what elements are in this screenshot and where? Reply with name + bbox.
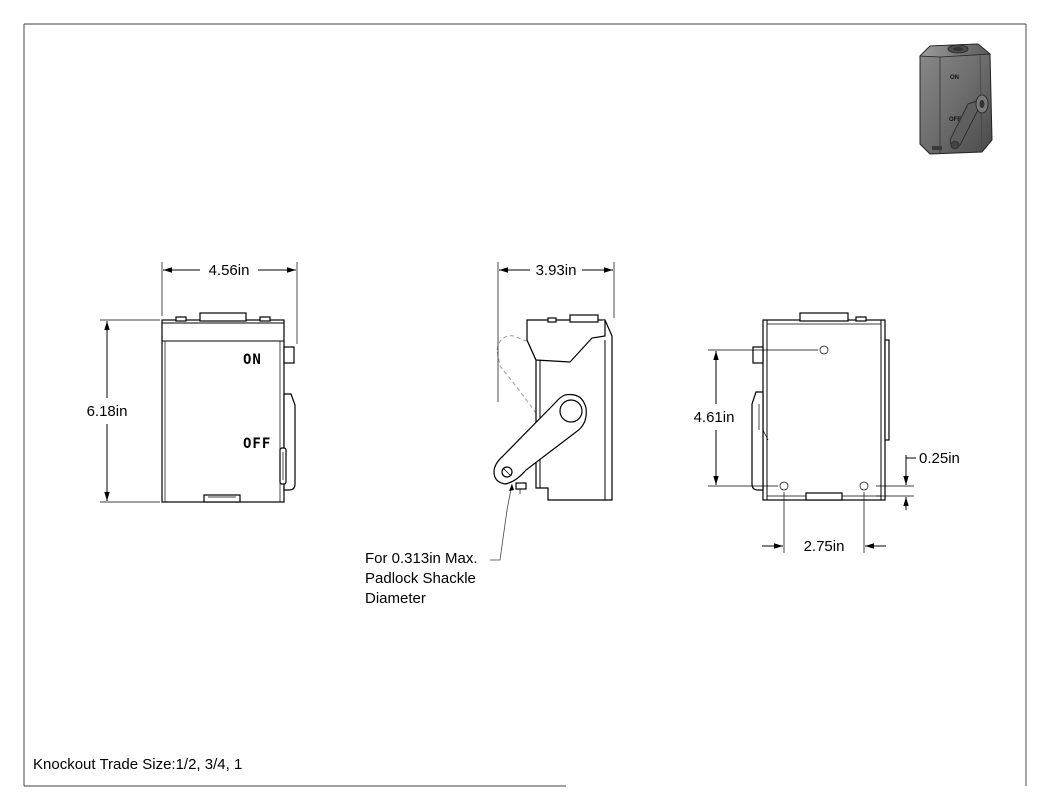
isometric-view: ON OFF [919,43,993,155]
knockout-note: Knockout Trade Size:1/2, 3/4, 1 [33,756,242,773]
front-off-label: OFF [243,436,271,452]
padlock-note-line1: For 0.313in Max. [365,550,478,567]
mount-vertical-label: 4.61in [694,409,735,426]
iso-off-label: OFF [949,117,961,123]
front-view: ON OFF [161,312,296,503]
front-width-label: 4.56in [209,262,250,279]
mount-offset-dimension: 0.25in [876,450,960,510]
side-depth-label: 3.93in [536,262,577,279]
drawing-frame [23,23,1027,787]
front-height-label: 6.18in [87,403,128,420]
front-width-dimension: 4.56in [161,262,298,344]
padlock-leader [490,483,514,561]
padlock-note-line2: Padlock Shackle [365,570,476,587]
rear-view [751,312,890,501]
padlock-note: For 0.313in Max. Padlock Shackle Diamete… [365,550,478,607]
side-depth-dimension: 3.93in [497,262,615,402]
front-on-label: ON [243,352,262,368]
side-view [493,314,613,501]
mount-horizontal-label: 2.75in [804,538,845,555]
iso-on-label: ON [950,75,959,81]
padlock-note-line3: Diameter [365,590,426,607]
mount-vertical-dimension: 4.61in [694,349,818,487]
mount-horizontal-dimension: 2.75in [762,492,886,555]
mount-offset-label: 0.25in [919,450,960,467]
front-height-dimension: 6.18in [87,319,160,503]
